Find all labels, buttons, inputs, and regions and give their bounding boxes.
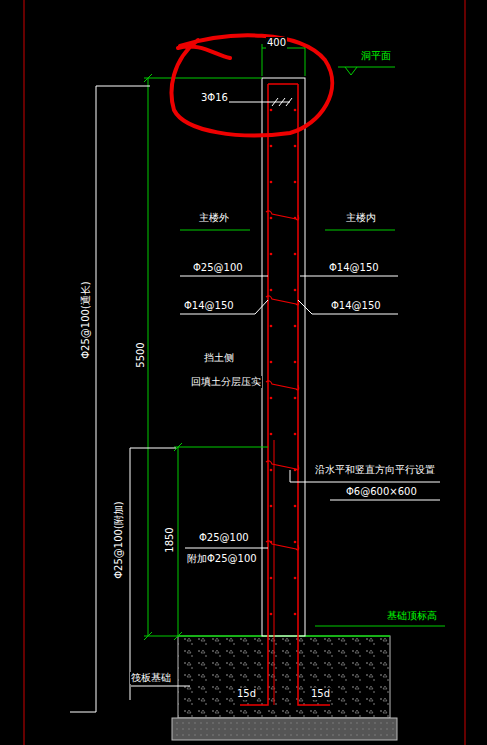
level-label: 基础顶标高 <box>386 610 438 622</box>
foundation-label: 筏板基础 <box>130 672 172 684</box>
dimension: 15d <box>236 688 257 700</box>
side-label: 主楼外 <box>198 212 230 224</box>
dimension: 1850 <box>164 526 176 553</box>
level-label: 洞平面 <box>360 50 392 62</box>
rebar-callout: Φ6@600×600 <box>345 486 418 498</box>
rebar-callout: Φ25@100(附加) <box>113 500 125 580</box>
rebar-callout: Φ25@100 <box>192 262 244 274</box>
rebar-callout: 3Φ16 <box>200 92 229 104</box>
rebar-callout: Φ14@150 <box>183 300 235 312</box>
dimension: 15d <box>310 688 331 700</box>
rebar-callout: Φ25@100 <box>198 532 250 544</box>
rebar-callout: Φ14@150 <box>330 300 382 312</box>
note: 挡土侧 <box>203 352 235 364</box>
dimension: 5500 <box>135 341 147 368</box>
rebar-callout: Φ14@150 <box>328 262 380 274</box>
side-label: 主楼内 <box>345 212 377 224</box>
note: 沿水平和竖直方向平行设置 <box>314 464 436 476</box>
rebar-callout: 附加Φ25@100 <box>186 553 258 565</box>
note: 回填土分层压实 <box>190 376 262 388</box>
rebar-callout: Φ25@100(通长) <box>80 280 92 360</box>
dimension: 400 <box>266 37 287 49</box>
